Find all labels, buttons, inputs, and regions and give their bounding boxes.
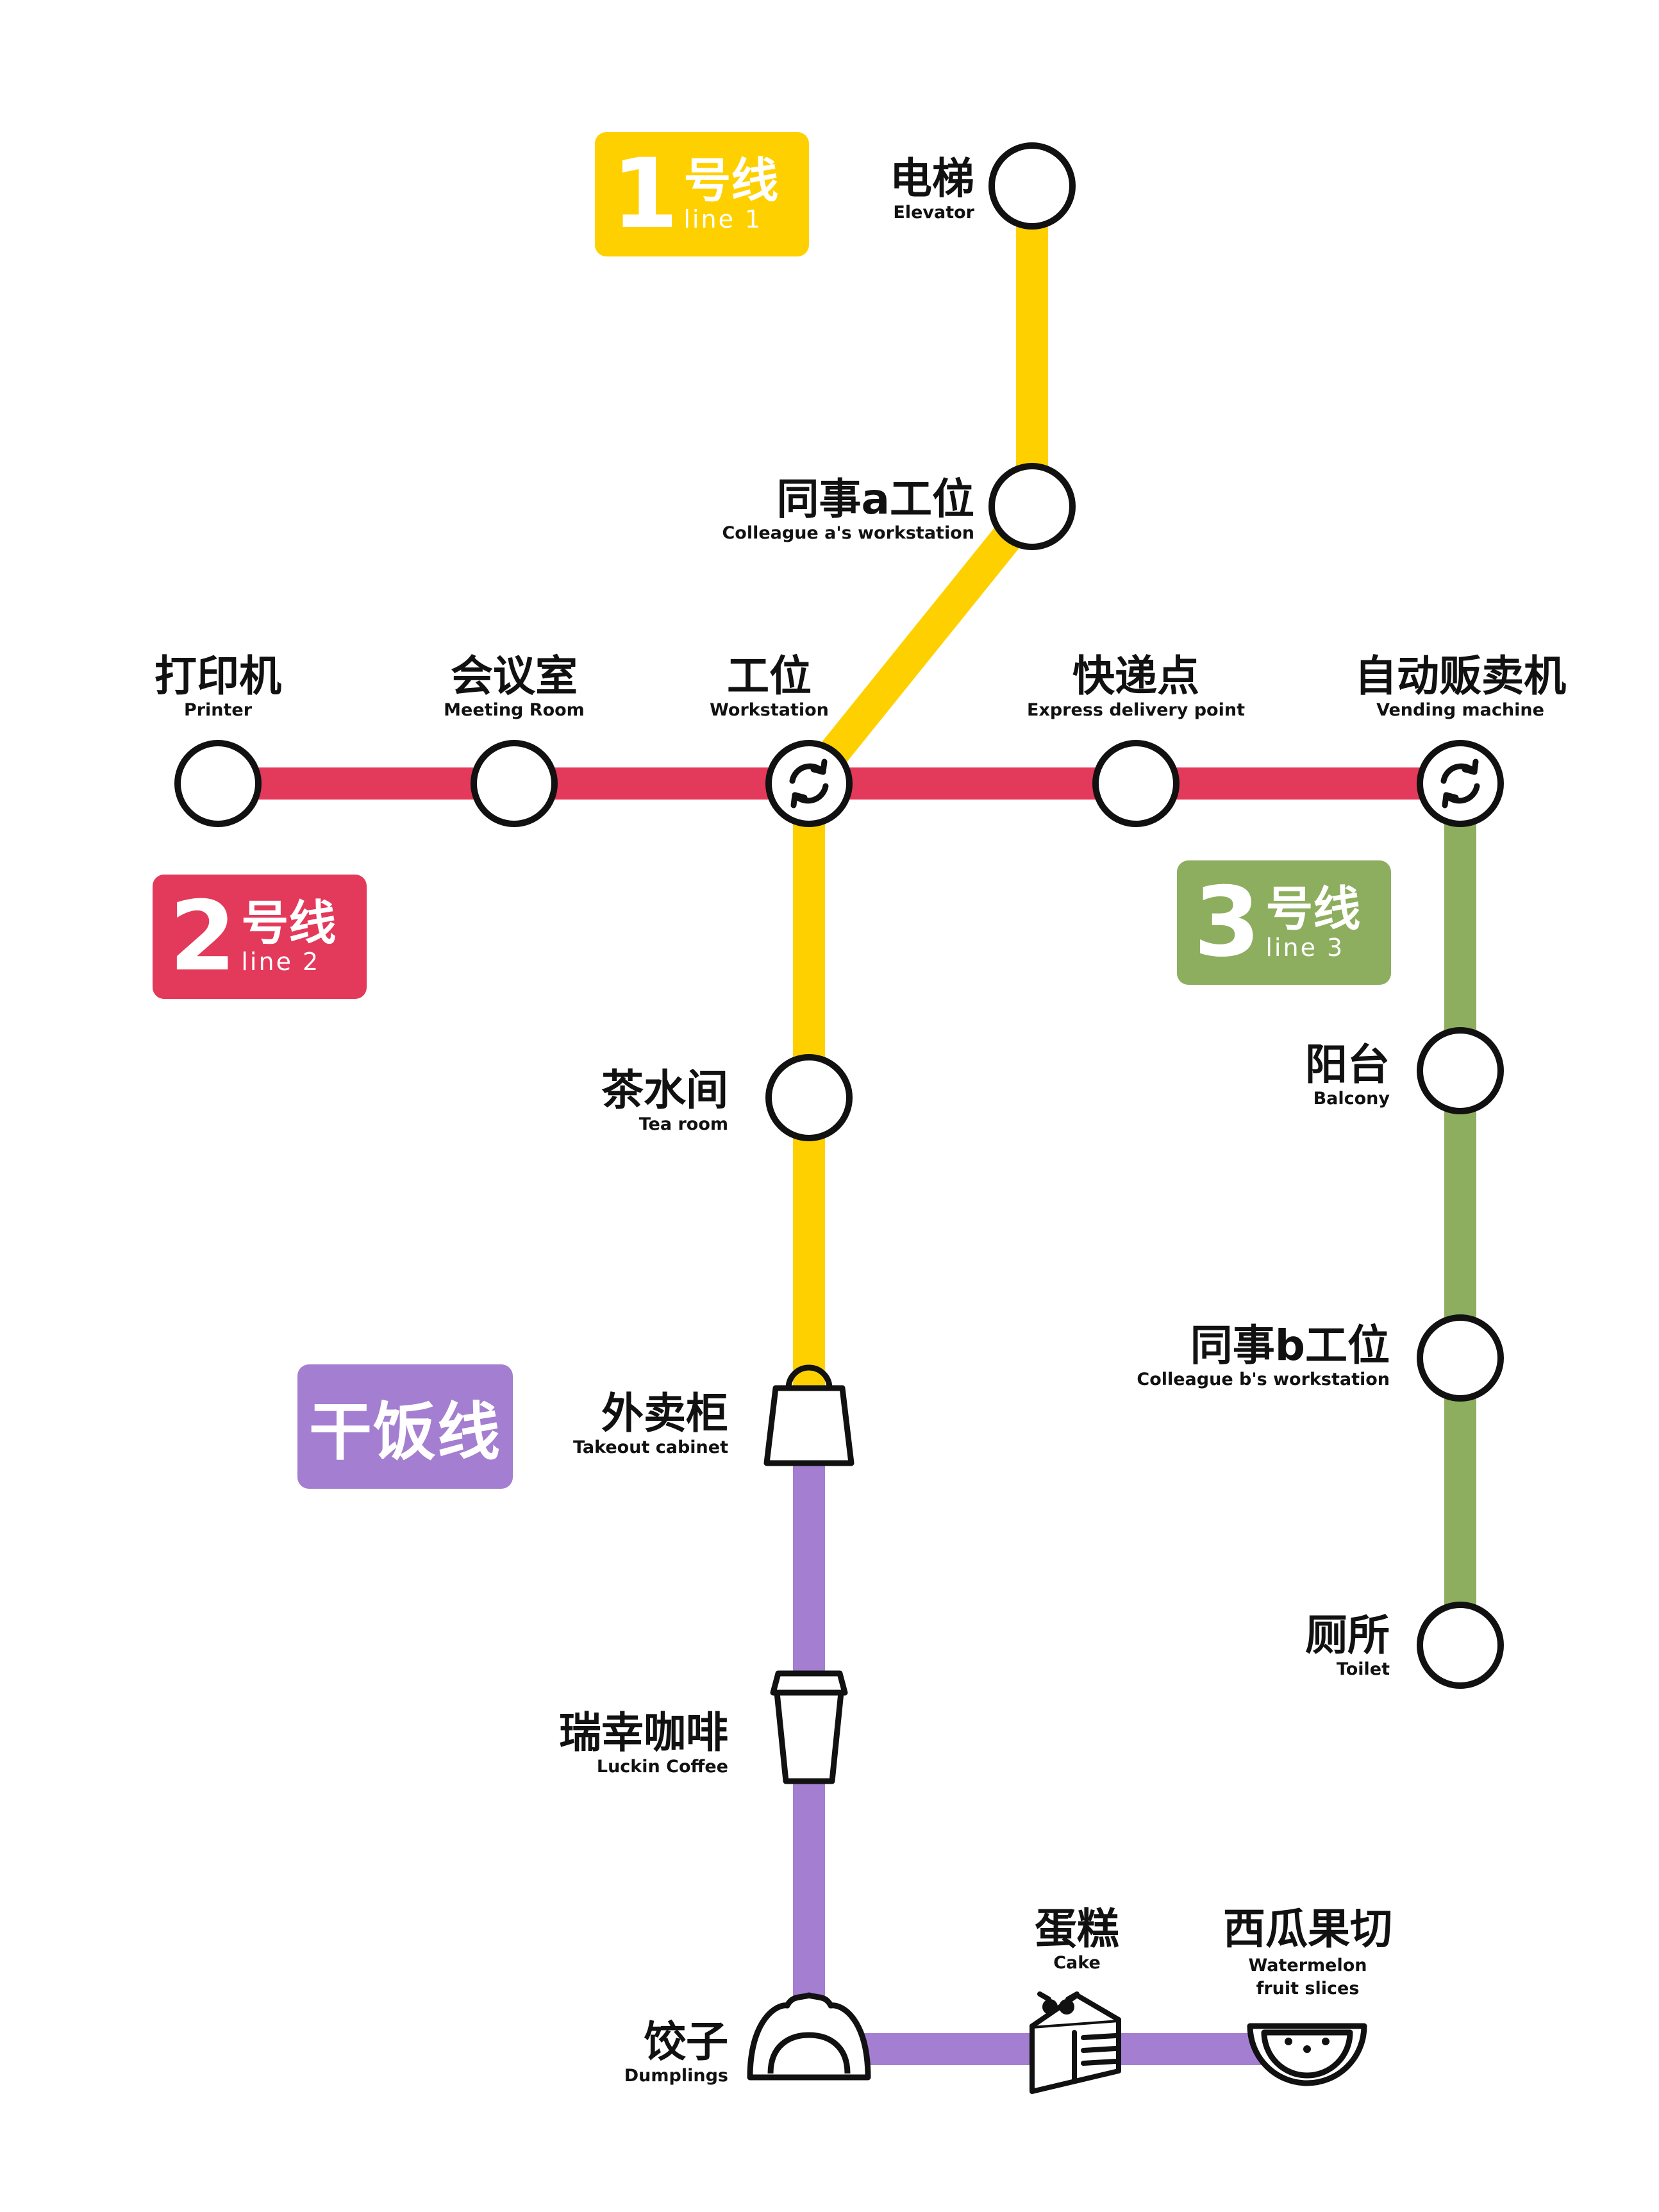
station-name-cn: 快递点	[1072, 651, 1199, 701]
interchange-arrows-icon	[789, 758, 829, 809]
station-name-en: Toilet	[1336, 1659, 1390, 1679]
interchange-arrows-icon	[1440, 758, 1480, 809]
line1-name-cn: 号线	[683, 153, 779, 208]
watermelon-slice-icon[interactable]	[1247, 2023, 1367, 2086]
station-name-cn: 同事a工位	[776, 474, 974, 524]
station-elevator-marker[interactable]	[988, 142, 1076, 230]
station-name-cn: 外卖柜	[601, 1389, 728, 1438]
line2-number: 2	[169, 881, 237, 993]
station-name-cn: 打印机	[154, 651, 281, 701]
station-express-marker[interactable]	[1092, 740, 1180, 827]
line3-name-en: line 3	[1265, 934, 1345, 962]
station-label-dumplings: 饺子 Dumplings	[624, 2017, 728, 2086]
station-label-tea-room: 茶水间 Tea room	[601, 1066, 728, 1134]
station-name-en: Vending machine	[1376, 700, 1544, 720]
station-label-toilet: 厕所 Toilet	[1305, 1611, 1390, 1679]
station-name-en: Colleague b's workstation	[1137, 1370, 1390, 1389]
line3-number: 3	[1194, 867, 1261, 978]
station-meeting-room-marker[interactable]	[471, 740, 558, 827]
coffee-cup-icon[interactable]	[770, 1670, 848, 1784]
shopping-bag-icon[interactable]	[763, 1364, 855, 1466]
station-colleague-a-marker[interactable]	[988, 463, 1076, 550]
station-name-cn: 茶水间	[601, 1066, 728, 1115]
station-tea-room-marker[interactable]	[765, 1054, 853, 1141]
line1-segment-colleague-a-workstation	[793, 490, 1048, 800]
station-name-en: Luckin Coffee	[596, 1757, 728, 1777]
station-name-cn: 蛋糕	[1035, 1904, 1119, 1954]
station-name-cn: 同事b工位	[1190, 1321, 1390, 1370]
line2-name-cn: 号线	[241, 896, 337, 951]
station-name-cn: 阳台	[1305, 1040, 1390, 1089]
station-name-cn: 厕所	[1305, 1611, 1390, 1660]
line2-name-en: line 2	[241, 948, 321, 976]
station-label-workstation: 工位 Workstation	[641, 655, 897, 719]
station-name-en: Cake	[1053, 1953, 1101, 1973]
station-label-colleague-b: 同事b工位 Colleague b's workstation	[1137, 1321, 1390, 1389]
station-label-elevator: 电梯 Elevator	[890, 154, 974, 222]
station-colleague-b-marker[interactable]	[1417, 1314, 1504, 1402]
station-label-cake: 蛋糕 Cake	[949, 1908, 1205, 1972]
station-name-en: Colleague a's workstation	[722, 523, 974, 543]
station-label-express: 快递点 Express delivery point	[976, 655, 1296, 719]
station-label-takeout: 外卖柜 Takeout cabinet	[572, 1389, 728, 1457]
station-label-printer: 打印机 Printer	[90, 655, 346, 719]
cake-slice-icon[interactable]	[1030, 1991, 1121, 2094]
station-label-meeting-room: 会议室 Meeting Room	[386, 655, 642, 719]
station-label-colleague-a: 同事a工位 Colleague a's workstation	[722, 478, 974, 542]
line1-name-en: line 1	[683, 205, 763, 233]
station-balcony-marker[interactable]	[1417, 1027, 1504, 1114]
station-name-cn: 会议室	[451, 651, 578, 701]
station-name-en: Elevator	[893, 203, 974, 222]
station-toilet-marker[interactable]	[1417, 1602, 1504, 1689]
station-vending-marker[interactable]	[1417, 740, 1504, 827]
food-line-name: 干饭线	[308, 1396, 501, 1469]
station-name-cn: 瑞幸咖啡	[559, 1708, 728, 1757]
station-name-en: Express delivery point	[1027, 700, 1245, 720]
station-name-en: Balcony	[1313, 1089, 1390, 1109]
station-name-cn: 饺子	[644, 2017, 728, 2066]
station-printer-marker[interactable]	[174, 740, 262, 827]
station-name-cn: 西瓜果切	[1223, 1904, 1392, 1954]
line1-number: 1	[612, 138, 679, 250]
station-name-en: Meeting Room	[444, 700, 585, 720]
station-name-en: Takeout cabinet	[572, 1437, 728, 1457]
station-name-en: Printer	[183, 700, 253, 720]
station-label-balcony: 阳台 Balcony	[1305, 1040, 1390, 1109]
line3-name-cn: 号线	[1265, 882, 1361, 937]
station-label-watermelon: 西瓜果切 Watermelon fruit slices	[1205, 1908, 1410, 2001]
station-name-en: Tea room	[638, 1114, 728, 1134]
station-name-en: Dumplings	[624, 2066, 728, 2086]
station-name-cn: 工位	[727, 651, 812, 701]
dumpling-icon[interactable]	[747, 1992, 871, 2081]
station-name-en: Watermelon fruit slices	[1248, 1956, 1367, 1999]
station-name-cn: 自动贩卖机	[1355, 651, 1566, 701]
station-name-cn: 电梯	[890, 154, 974, 203]
station-workstation-marker[interactable]	[765, 740, 853, 827]
station-label-vending: 自动贩卖机 Vending machine	[1306, 655, 1614, 719]
station-name-en: Workstation	[710, 700, 829, 720]
food-line-badge: 干饭线	[297, 1364, 513, 1489]
station-label-luckin: 瑞幸咖啡 Luckin Coffee	[559, 1708, 728, 1777]
